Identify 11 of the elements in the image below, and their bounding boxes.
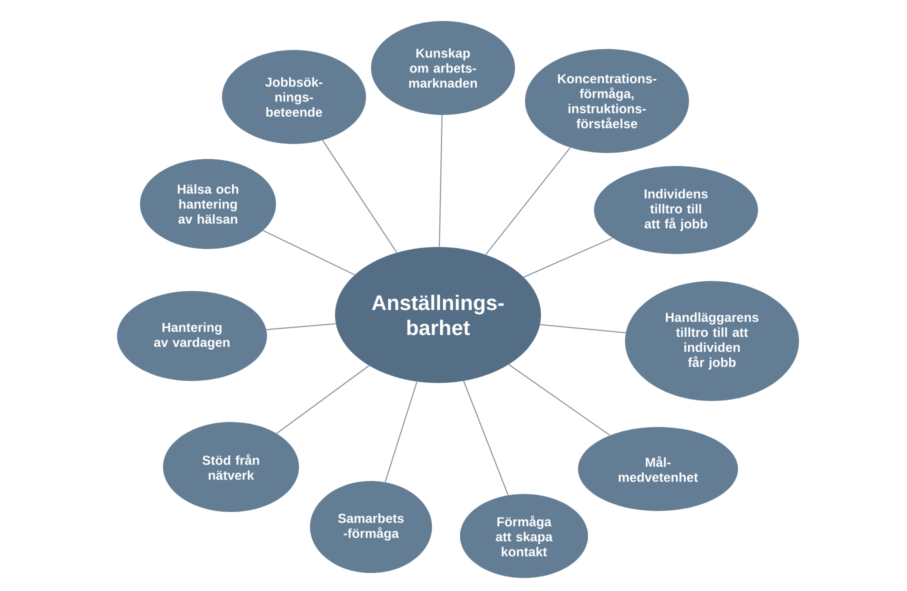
connector-line [266,323,336,330]
connector-line [523,238,613,278]
connector-line [540,324,626,334]
connector-line [384,381,418,483]
connector-line [276,365,370,434]
connector-line [438,114,443,248]
connector-line [262,230,356,276]
connector-line [485,147,571,256]
connector-line [322,140,398,253]
connector-line [508,364,610,436]
connector-line [463,380,509,496]
